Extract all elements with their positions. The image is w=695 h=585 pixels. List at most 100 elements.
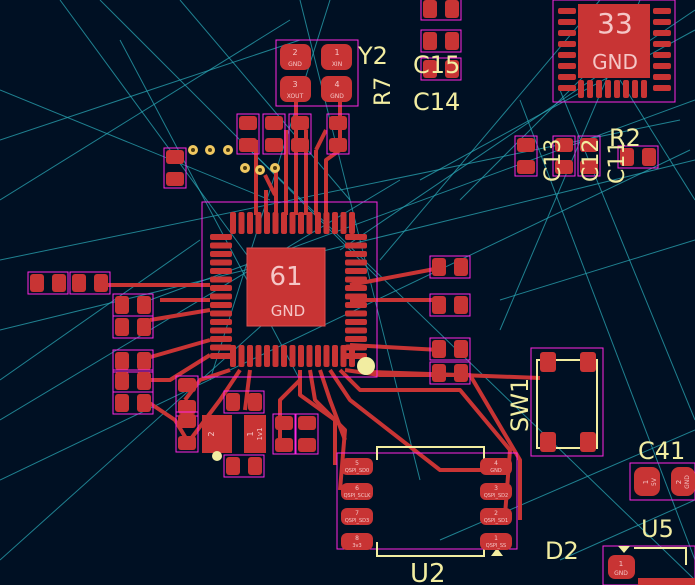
copper-trace	[314, 129, 328, 151]
smd-pad	[239, 138, 257, 152]
u2-pad-num: 5	[355, 460, 359, 467]
ic-pin	[558, 74, 576, 80]
via-hole	[226, 148, 230, 152]
u2-pad-num: 3	[494, 485, 498, 492]
smd-pad	[137, 372, 151, 390]
mcu-pin	[247, 212, 253, 234]
smd-pad	[72, 274, 86, 292]
mcu-pin	[281, 212, 287, 234]
mcu-pin	[238, 345, 245, 367]
smd-pad	[166, 150, 184, 164]
smd-pad	[178, 414, 196, 428]
u2-pad-num: 2	[494, 510, 498, 517]
component-courtyard	[420, 0, 462, 21]
u2-pad-net: QSPI_SD0	[345, 468, 369, 474]
mcu-pin	[345, 259, 367, 266]
ic-pin	[578, 80, 584, 98]
smd-pad	[423, 32, 437, 50]
smd-pad	[115, 394, 129, 412]
mcu-pin	[345, 242, 367, 249]
via-hole	[273, 166, 277, 170]
smd-pad	[265, 138, 283, 152]
ratsnest-line	[0, 39, 301, 141]
copper-trace	[318, 369, 347, 441]
copper-trace	[278, 378, 302, 440]
mcu-pin	[306, 212, 313, 234]
y2-pad-net: XOUT	[287, 93, 304, 100]
ic-pin	[605, 80, 611, 98]
footprints	[27, 0, 671, 478]
u2-pad-net: GND	[490, 468, 502, 474]
ratsnest-line	[179, 0, 351, 201]
component-courtyard	[326, 113, 350, 155]
component-courtyard	[27, 271, 69, 295]
component-courtyard	[288, 113, 312, 155]
mcu-pin	[210, 302, 232, 308]
smd-pad	[620, 148, 634, 166]
mcu-pin	[332, 345, 338, 367]
mcu-pin	[345, 327, 367, 334]
ic-pin	[653, 74, 671, 80]
y2-footprint[interactable]: 2 GND 1 XIN 3 XOUT 4 GND	[275, 39, 359, 107]
ic-pin	[653, 41, 671, 47]
smd-pad	[248, 457, 262, 475]
smd-pad	[275, 438, 293, 452]
component-courtyard	[163, 147, 187, 189]
mcu-pin	[345, 251, 367, 257]
mcu-pin	[210, 327, 232, 334]
mcu-pin	[264, 212, 270, 234]
mcu-pin	[264, 345, 270, 367]
u2-pad-net: QSPI_SD3	[345, 518, 369, 524]
regulator-footprint[interactable]: 2 1 1v1	[202, 415, 266, 461]
smd-pad	[642, 148, 656, 166]
mcu-footprint[interactable]: 61 GND	[201, 201, 378, 378]
u2-pad	[341, 508, 373, 525]
mcu-pin	[255, 212, 262, 234]
smd-pad	[137, 394, 151, 412]
smd-pad	[226, 457, 240, 475]
u2-pad-num: 7	[355, 510, 359, 517]
smd-pad	[423, 0, 437, 18]
mcu-pin	[210, 285, 232, 291]
mcu-pin	[210, 251, 232, 257]
y2-pad-net: GND	[330, 93, 344, 100]
copper-trace	[183, 368, 231, 402]
c41-footprint[interactable]: 1 5V 2 GND	[629, 462, 695, 501]
u2-footprint[interactable]: 5QSPI_SD06QSPI_SCLK7QSPI_SD383v34GND3QSP…	[336, 446, 518, 557]
ratsnest-line	[559, 499, 695, 561]
u2-pad	[480, 508, 512, 525]
c41-pad-num: 2	[675, 480, 683, 484]
smd-pad	[291, 138, 309, 152]
via-hole	[258, 168, 262, 172]
smd-pad	[137, 352, 151, 370]
sw1-footprint[interactable]	[530, 347, 604, 457]
mcu-pin	[332, 212, 338, 234]
mcu-pin	[210, 310, 232, 317]
component-courtyard	[617, 145, 659, 169]
mcu-pin	[210, 344, 232, 351]
y2-pad-net: GND	[288, 61, 302, 68]
r7-ref: R7	[371, 77, 396, 106]
ic-pin	[653, 30, 671, 36]
via-hole	[243, 166, 247, 170]
ratsnest-line	[619, 79, 695, 201]
smd-pad	[137, 296, 151, 314]
component-courtyard	[223, 390, 265, 414]
component-courtyard	[295, 413, 319, 455]
top-ic-footprint[interactable]: 33 GND	[552, 0, 676, 103]
u2-pad-net: QSPI_SS	[486, 543, 506, 549]
smd-pad	[555, 138, 573, 152]
mcu-pin	[272, 345, 279, 367]
mcu-pin	[289, 212, 296, 234]
top-ic-pad-net: GND	[592, 50, 638, 74]
ic-pin	[558, 41, 576, 47]
u5-footprint[interactable]: 1 GND	[602, 545, 695, 585]
smd-pad	[423, 60, 437, 78]
mcu-pin	[210, 259, 232, 266]
ic-pin	[653, 52, 671, 58]
c12-ref: C12	[579, 139, 604, 182]
ratsnest-line	[0, 89, 271, 201]
ic-pin	[632, 80, 638, 98]
